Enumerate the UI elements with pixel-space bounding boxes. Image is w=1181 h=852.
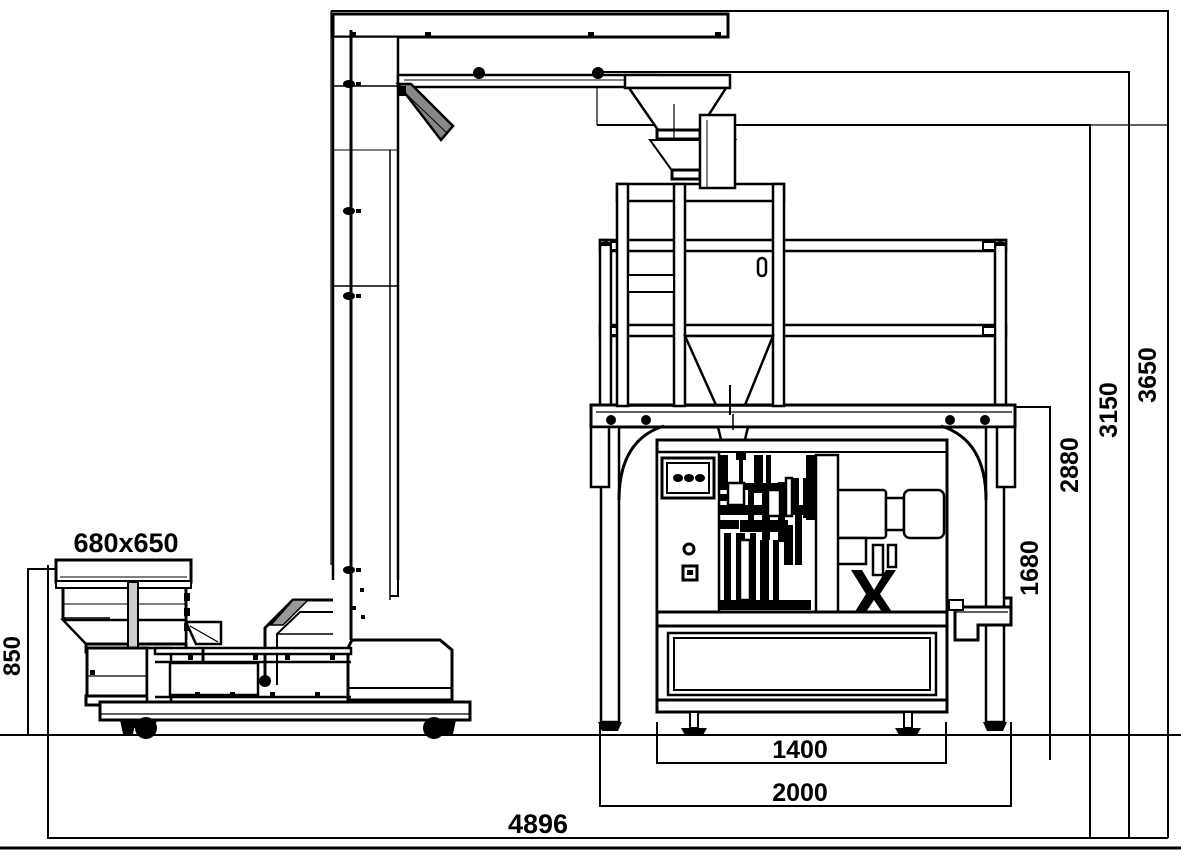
elevator-boot xyxy=(263,598,454,702)
dim-label-4896: 4896 xyxy=(508,809,568,839)
elevator-hinge xyxy=(395,82,455,142)
dim-line-1400 xyxy=(656,722,947,764)
machine-feet xyxy=(681,711,921,735)
multihead-weigher xyxy=(615,113,786,415)
dim-label-1680: 1680 xyxy=(1016,540,1044,596)
dim-label-1400: 1400 xyxy=(772,736,828,764)
trolley-casters xyxy=(120,717,456,739)
dim-line-3150 xyxy=(597,71,1130,838)
elevator-top-chute xyxy=(331,12,730,90)
weigher-platform xyxy=(589,238,1017,731)
elevator-column xyxy=(331,14,455,619)
frame-outline xyxy=(589,405,1017,489)
drive-motor xyxy=(824,488,946,577)
dim-label-3650: 3650 xyxy=(1134,347,1162,403)
control-panel xyxy=(660,456,716,582)
dim-label-680x650: 680x650 xyxy=(73,528,178,558)
caster-left xyxy=(120,717,158,739)
dim-label-3150: 3150 xyxy=(1095,382,1123,438)
caster-right xyxy=(423,717,456,739)
output-conveyor xyxy=(947,596,1013,642)
dim-label-850: 850 xyxy=(0,636,26,676)
dim-line-4896 xyxy=(47,565,1168,839)
dim-label-2880: 2880 xyxy=(1056,437,1084,493)
vffs-machine xyxy=(655,438,949,735)
infeed-conveyor xyxy=(98,646,472,722)
dim-line-3650 xyxy=(331,10,1169,838)
dim-label-2000: 2000 xyxy=(772,779,828,807)
dimension-labels: 680x650 850 1680 2880 3150 3650 1400 200… xyxy=(0,347,1162,839)
